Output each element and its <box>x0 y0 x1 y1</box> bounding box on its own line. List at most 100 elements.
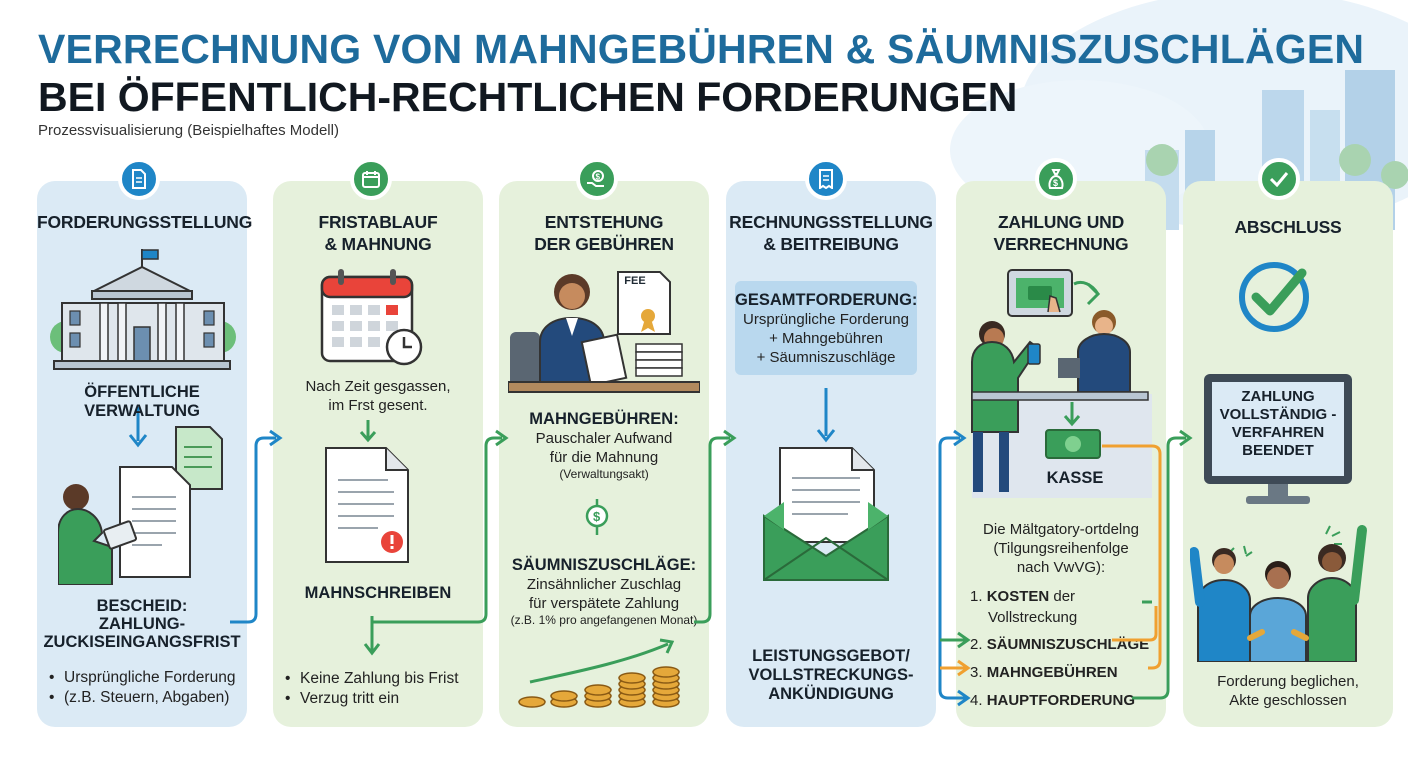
calendar-clock-icon <box>320 269 423 366</box>
fee-saeumniszuschlaege: SÄUMNISZUSCHLÄGE: Zinsähnlicher Zuschlag… <box>499 556 709 627</box>
order-rest: Vollstreckung <box>988 609 1078 626</box>
order-bold: HAUPTFORDERUNG <box>986 692 1136 709</box>
order-intro-line2: (Tilgungsreihenfolge <box>993 540 1129 557</box>
order-bold: SÄUMNISZUSCHLÄGE <box>986 636 1150 653</box>
bullet-list-forderung: Ursprüngliche Forderung (z.B. Steuern, A… <box>46 668 246 708</box>
step-heading-rechnung-line2: & BEITREIBUNG <box>763 234 899 254</box>
money-hand-icon: $ <box>576 158 618 200</box>
order-item-1-cont: Vollstreckung <box>970 607 1150 628</box>
total-claim-line2: + Mahngebühren <box>769 330 883 347</box>
fee-mahngebuehren-title: MAHNGEBÜHREN: <box>529 410 679 428</box>
step-heading-gebuehren: ENTSTEHUNG DER GEBÜHREN <box>499 211 709 255</box>
footer-abschluss-line2: Akte geschlossen <box>1229 692 1347 709</box>
payment-at-counter-icon <box>971 269 1149 492</box>
result-bescheid-line3: ZUCKISEINGANGSFRIST <box>43 633 241 651</box>
bullet-item: Ursprüngliche Forderung <box>46 668 246 688</box>
order-rest: der <box>1049 588 1076 605</box>
invoice-icon <box>805 158 847 200</box>
step-heading-fristablauf-line1: FRISTABLAUF <box>318 212 438 232</box>
label-oeffentliche-verwaltung: ÖFFENTLICHE VERWALTUNG <box>84 383 200 420</box>
svg-text:$: $ <box>1053 178 1058 188</box>
page-subtitle: Prozessvisualisierung (Beispielhaftes Mo… <box>38 122 339 139</box>
celebrating-people-icon <box>1190 525 1367 662</box>
label-mahnschreiben: MAHNSCHREIBEN <box>304 584 452 602</box>
order-intro-line1: Die Mältgatory-ortdelng <box>983 521 1139 538</box>
step-heading-rechnungsstellung: RECHNUNGSSTELLUNG & BEITREIBUNG <box>726 211 936 255</box>
total-claim-line3: + Säumniszuschläge <box>756 349 896 366</box>
total-claim: GESAMTFORDERUNG: Ursprüngliche Forderung… <box>735 291 917 367</box>
note-fristablauf-line1: Nach Zeit gesgassen, <box>305 378 451 395</box>
fee-saeumnis-title: SÄUMNISZUSCHLÄGE: <box>511 556 697 574</box>
result-bescheid: BESCHEID: ZAHLUNG- ZUCKISEINGANGSFRIST <box>37 597 247 651</box>
fee-mahngebuehren-line2: für die Mahnung <box>549 449 659 466</box>
order-item-4: 4. HAUPTFORDERUNG <box>970 690 1150 711</box>
step-heading-rechnung-line1: RECHNUNGSSTELLUNG <box>729 212 933 232</box>
screen-message-line4: BEENDET <box>1242 442 1314 459</box>
growing-coins-icon <box>518 638 680 708</box>
result-bescheid-line2: ZAHLUNG- <box>98 615 186 633</box>
step-heading-zahlung: ZAHLUNG UND VERRECHNUNG <box>956 211 1166 255</box>
page-title: VERRECHNUNG VON MAHNGEBÜHREN & SÄUMNISZU… <box>38 26 1365 72</box>
step-heading-fristablauf-line2: & MAHNUNG <box>324 234 432 254</box>
monitor-icon <box>1204 374 1352 504</box>
fee-saeumnis-line1: Zinsähnlicher Zuschlag <box>526 576 682 593</box>
label-kasse: KASSE <box>1046 469 1104 487</box>
person-with-document-icon <box>58 407 223 585</box>
bullet-item: (z.B. Steuern, Abgaben) <box>46 688 246 708</box>
order-intro: Die Mältgatory-ortdelng (Tilgungsreihenf… <box>956 520 1166 577</box>
screen-message-line2: VOLLSTÄNDIG - <box>1219 406 1337 423</box>
payment-order-list: 1. KOSTEN der Vollstreckung 2. SÄUMNISZU… <box>970 586 1150 711</box>
label-leistungsgebot-line3: ANKÜNDIGUNG <box>768 685 894 703</box>
fee-mahngebuehren-note: (Verwaltungsakt) <box>559 467 649 481</box>
order-item-1: 1. KOSTEN der <box>970 586 1150 607</box>
result-bescheid-line1: BESCHEID: <box>96 597 188 615</box>
label-leistungsgebot: LEISTUNGSGEBOT/ VOLLSTRECKUNGS- ANKÜNDIG… <box>726 647 936 704</box>
bullet-item: Verzug tritt ein <box>282 689 482 709</box>
envelope-letter-icon <box>763 388 889 581</box>
note-fristablauf: Nach Zeit gesgassen, im Frst gesent. <box>273 377 483 415</box>
fee-saeumnis-note: (z.B. 1% pro angefangenen Monat) <box>510 613 698 627</box>
note-fristablauf-line2: im Frst gesent. <box>328 397 428 414</box>
step-heading-gebuehren-line1: ENTSTEHUNG <box>544 212 664 232</box>
order-bold: KOSTEN <box>986 588 1050 605</box>
total-claim-title: GESAMTFORDERUNG: <box>735 291 918 309</box>
step-card-gebuehren <box>499 181 709 727</box>
svg-text:$: $ <box>593 509 601 524</box>
government-building-icon <box>50 249 236 370</box>
step-heading-fristablauf: FRISTABLAUF & MAHNUNG <box>273 211 483 255</box>
calendar-icon <box>350 158 392 200</box>
order-item-2: 2. SÄUMNISZUSCHLÄGE <box>970 634 1150 655</box>
check-icon <box>1258 158 1300 200</box>
check-circle-icon <box>1239 262 1309 332</box>
footer-abschluss: Forderung beglichen, Akte geschlossen <box>1183 672 1393 710</box>
order-intro-line3: nach VwVG): <box>1016 559 1106 576</box>
total-claim-box <box>735 281 917 375</box>
step-heading-forderungsstellung: FORDERUNGSSTELLUNG <box>37 212 253 232</box>
reminder-letter-icon <box>325 420 409 563</box>
label-leistungsgebot-line2: VOLLSTRECKUNGS- <box>748 666 914 684</box>
fee-saeumnis-line2: für verspätete Zahlung <box>528 595 680 612</box>
step-heading-zahlung-line2: VERRECHNUNG <box>993 234 1129 254</box>
page-title-line2: BEI ÖFFENTLICH-RECHTLICHEN FORDERUNGEN <box>38 74 1018 120</box>
footer-abschluss-line1: Forderung beglichen, <box>1217 673 1359 690</box>
step-heading-zahlung-line1: ZAHLUNG UND <box>997 212 1125 232</box>
order-num: 1. <box>970 588 983 605</box>
clerk-at-desk-icon <box>508 271 700 393</box>
fee-mahngebuehren-line1: Pauschaler Aufwand <box>535 430 673 447</box>
total-claim-line1: Ursprüngliche Forderung <box>743 311 909 328</box>
order-num: 3. <box>970 664 983 681</box>
document-icon <box>118 158 160 200</box>
dollar-coin-icon: $ <box>585 499 609 535</box>
screen-message-line3: VERFAHREN <box>1231 424 1325 441</box>
order-bold: MAHNGEBÜHREN <box>986 664 1118 681</box>
step-heading-abschluss: ABSCHLUSS <box>1234 217 1342 237</box>
screen-message-line1: ZAHLUNG <box>1241 388 1315 405</box>
fee-mahngebuehren: MAHNGEBÜHREN: Pauschaler Aufwand für die… <box>499 410 709 481</box>
fee-tag: FEE <box>624 275 646 287</box>
order-num: 2. <box>970 636 983 653</box>
money-bag-icon: $ <box>1035 158 1077 200</box>
svg-text:$: $ <box>596 173 601 182</box>
order-item-3: 3. MAHNGEBÜHREN <box>970 662 1150 683</box>
order-num: 4. <box>970 692 983 709</box>
bullet-item: Keine Zahlung bis Frist <box>282 669 482 689</box>
